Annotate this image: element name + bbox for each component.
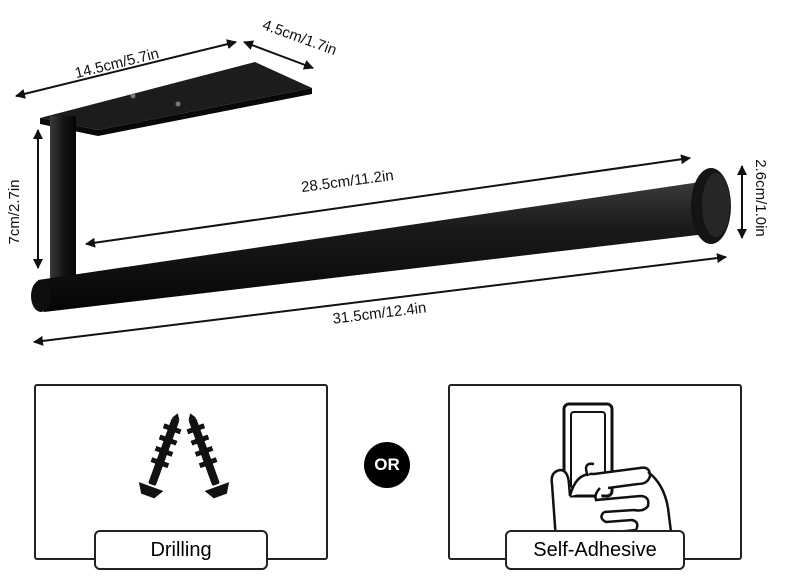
vertical-post bbox=[50, 116, 76, 282]
base-length-label: 14.5cm/5.7in bbox=[73, 45, 160, 82]
towel-bar bbox=[31, 168, 731, 312]
screw-hole-1 bbox=[130, 93, 136, 99]
end-cap-diameter-label: 2.6cm/1.0in bbox=[752, 159, 769, 237]
total-length-line bbox=[33, 253, 727, 346]
self-adhesive-label: Self-Adhesive bbox=[505, 530, 685, 570]
base-width-line bbox=[243, 40, 314, 70]
bar-length-line bbox=[85, 154, 691, 248]
screw-hole-2 bbox=[175, 101, 181, 107]
drilling-label: Drilling bbox=[94, 530, 268, 570]
or-badge: OR bbox=[364, 442, 410, 488]
product-dimension-diagram: 14.5cm/5.7in 4.5cm/1.7in 7cm/2.7in 28.5c… bbox=[6, 17, 769, 346]
screws-icon bbox=[138, 413, 230, 499]
height-label: 7cm/2.7in bbox=[6, 179, 23, 244]
bar-length-label: 28.5cm/11.2in bbox=[300, 167, 395, 196]
base-length-line bbox=[15, 39, 237, 99]
hand-pressing-adhesive-pad-icon bbox=[550, 402, 674, 540]
